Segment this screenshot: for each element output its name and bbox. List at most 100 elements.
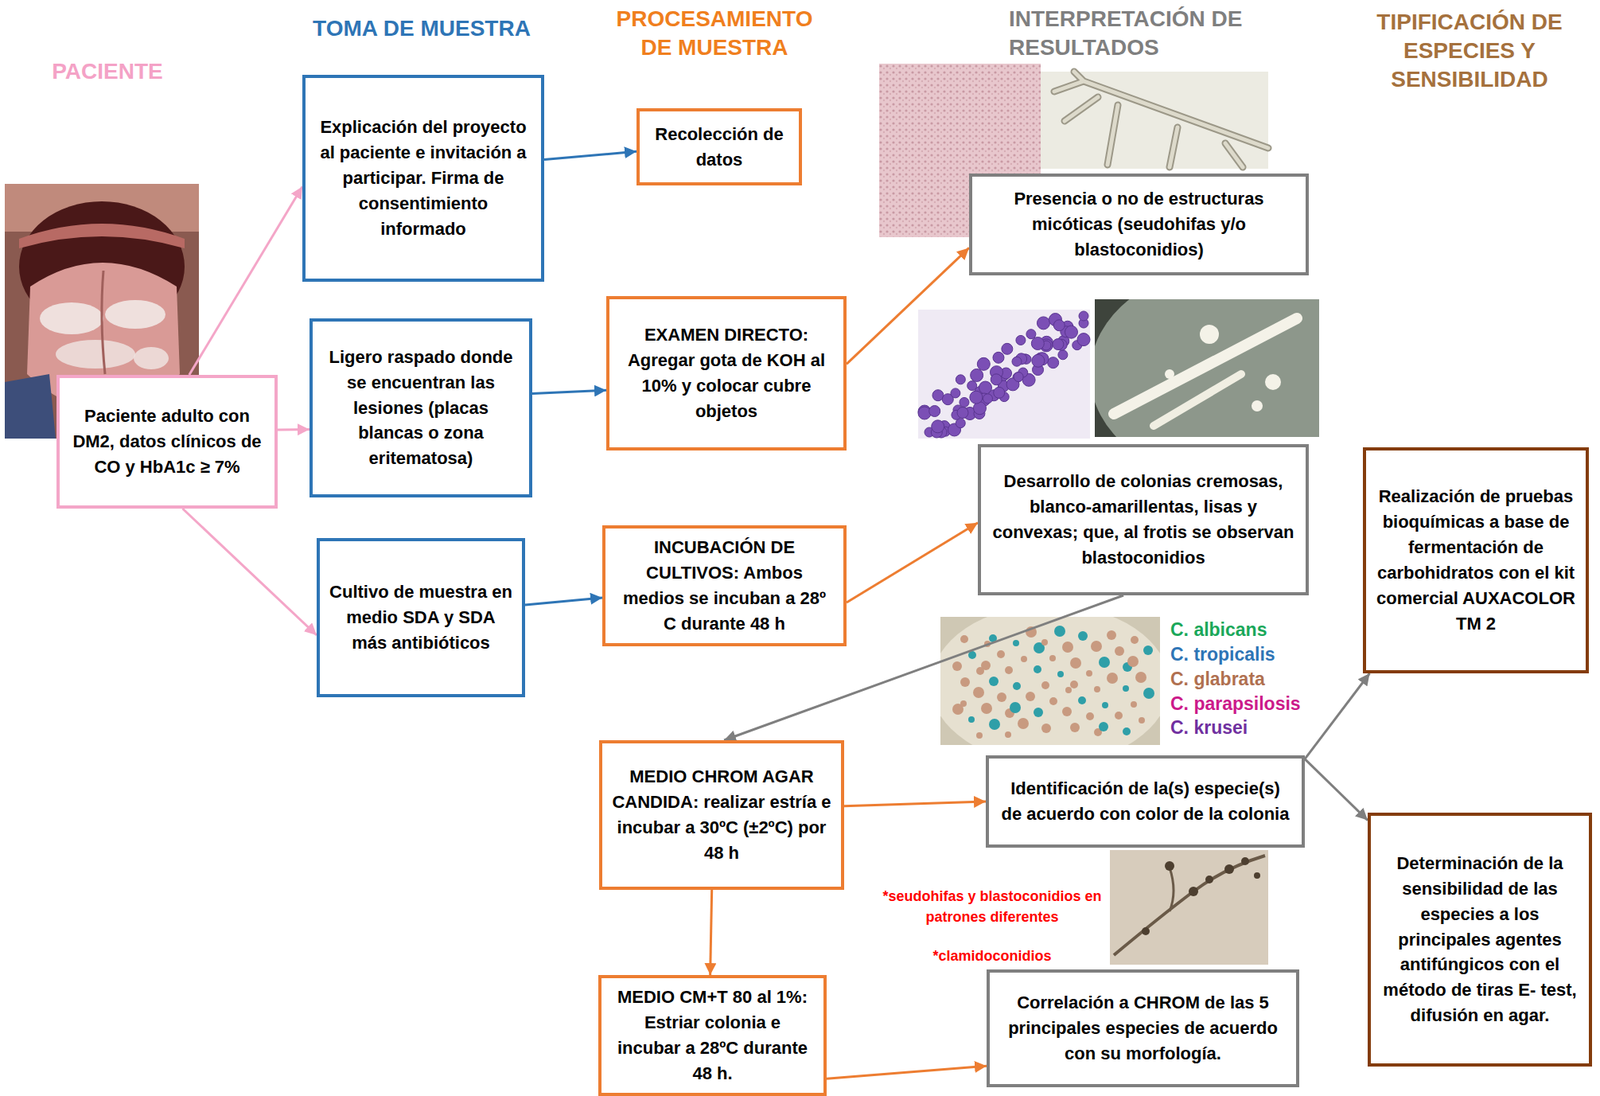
chrom-plate-photo [1078,696,1087,705]
yeast-photo [1077,333,1091,347]
yeast-photo [1078,311,1089,321]
chrom-plate-photo [1122,685,1129,692]
yeast-photo [955,374,966,385]
chrom-plate-photo [1106,630,1117,640]
hyphae-photo [1040,71,1269,169]
chrom-plate-photo [1127,655,1139,667]
flow-arrow [277,428,310,431]
yeast-photo [929,404,941,417]
yeast-photo [1053,319,1065,331]
tongue-photo [101,270,106,374]
chrom-plate-photo [988,676,999,686]
patient-box: Paciente adulto con DM2, datos clínicos … [56,374,278,509]
process-box: MEDIO CHROM AGAR CANDIDA: realizar estrí… [599,739,845,890]
chrom-plate-photo [1093,685,1101,693]
chrom-plate-photo [1049,696,1058,705]
chrom-plate-photo [1138,716,1145,724]
sample-box: Cultivo de muestra en medio SDA y SDA má… [316,537,526,697]
tongue-photo [133,346,169,370]
chrom-plate-photo [960,677,970,687]
tongue-photo [55,339,136,369]
process-box: MEDIO CM+T 80 al 1%: Estriar colonia e i… [598,974,827,1096]
chrom-plate-photo [1025,691,1036,701]
chrom-plate-photo [960,700,967,707]
chrom-plate-photo [960,634,969,643]
yeast-photo [1031,337,1044,351]
column-header: TOMA DE MUESTRA [270,14,573,43]
yeast-photo [1047,357,1059,369]
chlamydoconidia-photo [1188,886,1199,896]
flow-arrow [189,186,303,375]
yeast-photo [931,420,945,433]
flow-arrow [525,597,603,605]
flow-arrow [182,508,317,635]
chrom-plate-photo [1012,639,1020,647]
flow-arrow [844,801,986,806]
sample-box: Explicación del proyecto al paciente e i… [302,74,545,282]
petri-photo [1199,324,1219,344]
chrom-plate-photo [1101,701,1109,709]
yeast-photo [993,386,1005,398]
yeast-photo [1016,334,1026,345]
tongue-photo [39,302,104,335]
chrom-plate-photo [1114,646,1125,656]
chrom-plate-photo [1070,657,1082,669]
yeast-photo [992,351,1005,363]
column-header: PROCESAMIENTO DE MUESTRA [607,4,822,63]
chrom-plate-photo [973,686,985,698]
petri-photo [1251,400,1263,412]
process-box: Recolección de datos [636,108,802,186]
typing-box: Determinación de la sensibilidad de las … [1367,812,1593,1067]
yeast-photo [918,406,931,420]
sample-box: Ligero raspado donde se encuentran las l… [309,318,533,498]
chlamydoconidia-photo [1113,855,1266,955]
yeast-photo [990,373,1002,386]
yeast-photo [918,309,1091,439]
yeast-photo [1036,316,1050,330]
chlamydoconidia-photo [1205,875,1214,884]
petri-photo [1153,373,1242,426]
tongue-photo [4,373,56,439]
flow-arrow [846,522,978,603]
hyphae-photo [1040,71,1269,169]
chrom-plate-photo [968,716,975,723]
yeast-photo [1064,325,1078,339]
box-text: Desarrollo de colonias cremosas, blanco-… [990,468,1297,571]
tongue-photo [19,223,185,249]
column-header: INTERPRETACIÓN DE RESULTADOS [1008,4,1264,63]
note-text: *seudohifas y blastoconidios en patrones… [868,885,1116,927]
chrom-plate-photo [1090,640,1102,652]
hyphae-photo [1054,71,1269,168]
typing-box: Realización de pruebas bioquímicas a bas… [1362,447,1589,674]
box-text: MEDIO CHROM AGAR CANDIDA: realizar estrí… [611,763,832,866]
chrom-plate-photo [1078,630,1088,641]
yeast-photo [1012,356,1022,366]
yeast-photo [969,390,983,404]
yeast-photo [1013,372,1024,382]
chrom-plate-photo [1098,721,1109,732]
chrom-plate-photo [1062,641,1074,653]
box-text: Presencia o no de estructuras micóticas … [981,186,1297,263]
yeast-photo [982,393,993,404]
chrom-plate-photo [1041,723,1052,733]
box-text: Paciente adulto con DM2, datos clínicos … [69,403,265,480]
chlamydoconidia-photo [1224,864,1235,874]
chrom-plate-photo [1033,665,1042,674]
yeast-photo [959,397,970,407]
flow-arrow [846,247,970,364]
box-text: INCUBACIÓN DE CULTIVOS: Ambos medios se … [615,534,834,637]
chrom-plate-photo [1086,712,1094,721]
chrom-plate-photo [1004,665,1013,674]
chrom-plate-photo [1130,635,1139,644]
petri-photo [1094,299,1320,437]
chrom-plate-photo [1065,686,1072,693]
chrom-plate-photo [1057,670,1064,678]
chrom-plate-photo [996,692,1007,702]
process-box: INCUBACIÓN DE CULTIVOS: Ambos medios se … [602,525,847,647]
chrom-plate-photo [996,650,1005,658]
tongue-photo [105,299,166,329]
chrom-plate-photo [1009,701,1021,713]
box-text: Ligero raspado donde se encuentran las l… [322,344,520,472]
species-label: C. glabrata [1170,667,1330,690]
